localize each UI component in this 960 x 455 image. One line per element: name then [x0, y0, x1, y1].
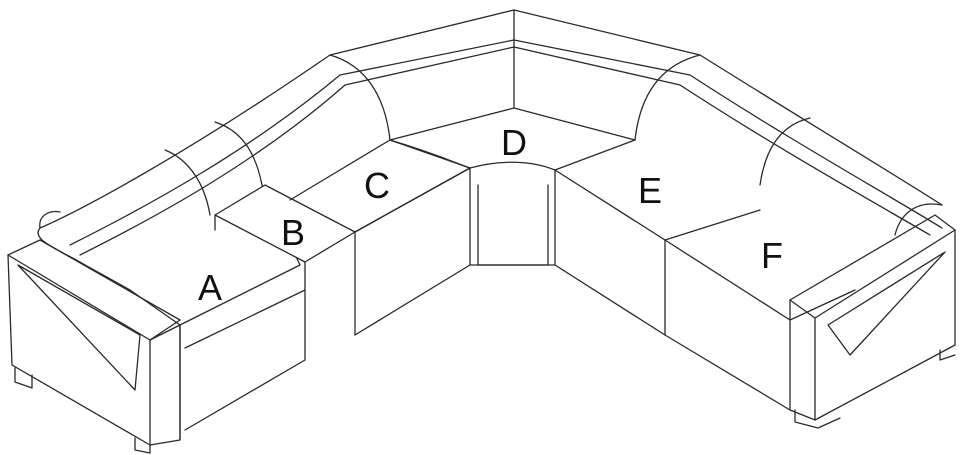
section-label-d: D — [501, 122, 527, 163]
section-labels: A B C D E F — [198, 122, 783, 308]
section-label-f: F — [761, 235, 783, 276]
sofa-back — [39, 9, 943, 256]
section-label-c: C — [364, 165, 390, 206]
left-arm — [7, 239, 181, 454]
back-cushions — [37, 54, 943, 266]
section-label-a: A — [198, 267, 222, 308]
section-label-b: B — [281, 212, 305, 253]
right-arm — [789, 214, 956, 429]
section-label-e: E — [638, 170, 662, 211]
